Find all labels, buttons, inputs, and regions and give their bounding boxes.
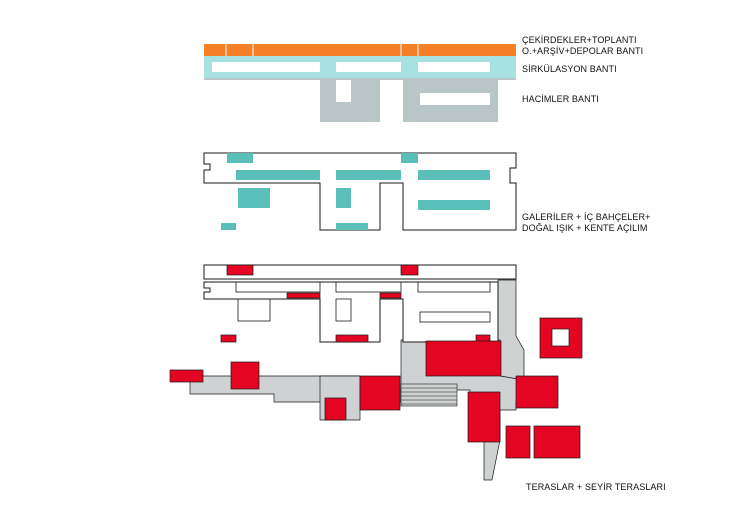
galleries-label-line2: DOĞAL IŞIK + KENTE AÇILIM — [522, 223, 648, 233]
galleries-diagram — [203, 152, 517, 231]
bands-diagram — [204, 44, 516, 122]
volumes-band — [204, 78, 516, 122]
circulation-band — [204, 56, 516, 78]
terraces-label: TERASLAR + SEYİR TERASLARI — [526, 482, 666, 492]
terraces — [169, 264, 581, 459]
gallery-courtyards — [221, 153, 490, 230]
galleries-label-line1: GALERİLER + İÇ BAHÇELER+ — [522, 212, 651, 222]
circulation-band-label: SİRKÜLASYON BANTI — [522, 64, 617, 74]
terraces-diagram — [169, 264, 583, 481]
core-band — [204, 44, 516, 56]
viewing-terrace — [539, 317, 583, 359]
stairs — [400, 383, 458, 407]
volumes-band-label: HACİMLER BANTI — [522, 94, 599, 104]
core-band-label-line1: ÇEKİRDEKLER+TOPLANTI — [522, 35, 637, 45]
core-band-label-line2: O.+ARŞİV+DEPOLAR BANTI — [522, 46, 644, 56]
